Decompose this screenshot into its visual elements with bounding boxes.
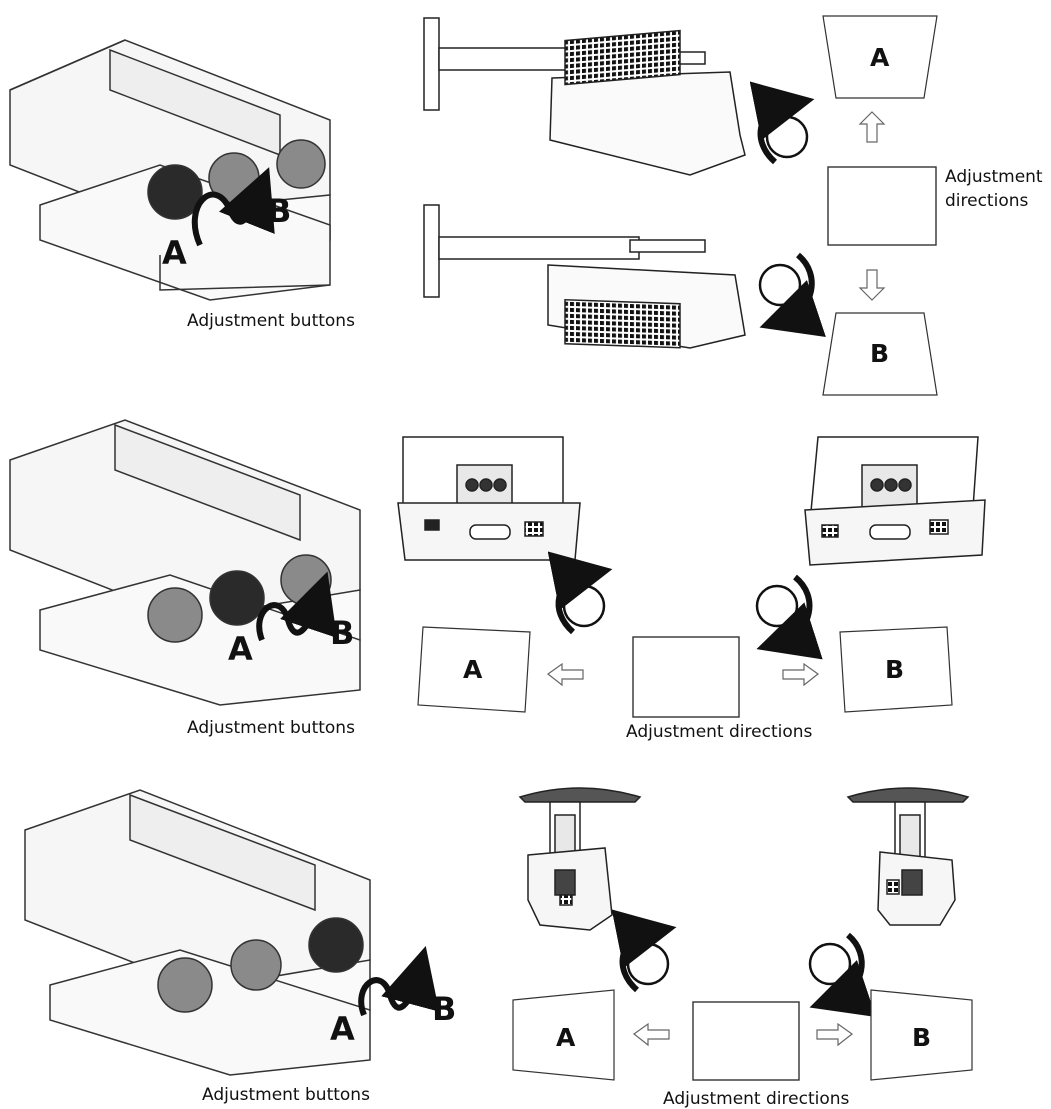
left-arrow-icon — [632, 1022, 670, 1047]
rotate-arrow-icon — [358, 946, 440, 1017]
screen-label-b: B — [870, 339, 889, 368]
rotate-arrow-icon — [256, 571, 337, 642]
buttons-caption: Adjustment buttons — [202, 1085, 370, 1105]
projector-ceiling-right — [846, 787, 970, 926]
knob-label-b: B — [330, 614, 354, 652]
screen-label-b: B — [885, 655, 904, 684]
projector-ceiling-left — [518, 787, 642, 931]
up-arrow-icon — [858, 111, 886, 143]
screen-neutral — [632, 636, 740, 718]
screen-b — [870, 989, 973, 1081]
left-arrow-icon — [546, 662, 584, 687]
directions-caption-line1: Adjustment — [945, 167, 1043, 187]
screen-a — [822, 15, 938, 99]
screen-label-a: A — [556, 1023, 576, 1052]
projector-wall-mount-bottom — [423, 204, 746, 349]
directions-caption: Adjustment directions — [663, 1089, 850, 1109]
knob-left — [147, 164, 203, 220]
directions-caption: Adjustment directions — [626, 722, 813, 742]
counterclockwise-rotation-icon — [808, 932, 876, 1017]
counterclockwise-rotation-icon — [755, 574, 823, 660]
buttons-caption: Adjustment buttons — [187, 718, 355, 738]
right-arrow-icon — [782, 662, 820, 687]
clockwise-rotation-icon — [749, 81, 815, 165]
projector-wall-mount-top — [423, 17, 746, 176]
screen-b — [822, 312, 938, 396]
buttons-caption: Adjustment buttons — [187, 311, 355, 331]
down-arrow-icon — [858, 269, 886, 301]
clockwise-rotation-icon — [611, 909, 677, 993]
section-1: A B Adjustment buttons A — [9, 15, 1043, 396]
knob-mount-illustration-1 — [9, 39, 331, 301]
screen-label-a: A — [870, 43, 890, 72]
screen-a — [417, 626, 531, 713]
counterclockwise-rotation-icon — [758, 252, 826, 337]
section-3: A B Adjustment buttons A — [24, 787, 973, 1109]
directions-caption-line2: directions — [945, 191, 1028, 211]
section-2: A B Adjustment buttons — [9, 419, 986, 742]
knob-mount-illustration-3 — [24, 789, 371, 1076]
clockwise-rotation-icon — [547, 551, 613, 635]
knob-label-a: A — [228, 630, 253, 668]
right-arrow-icon — [816, 1022, 854, 1047]
screen-neutral — [827, 166, 937, 246]
screen-label-a: A — [463, 655, 483, 684]
rotate-arrow-icon — [191, 167, 275, 247]
projector-front-left — [397, 436, 581, 561]
projector-front-right — [804, 436, 986, 566]
screen-b — [839, 626, 953, 713]
knob-label-a: A — [330, 1010, 355, 1048]
knob-mount-illustration-2 — [9, 419, 361, 706]
knob-label-a: A — [162, 234, 187, 272]
screen-neutral — [692, 1001, 800, 1081]
knob-right — [276, 139, 326, 189]
screen-label-b: B — [912, 1023, 931, 1052]
knob-label-b: B — [267, 192, 291, 230]
screen-a — [512, 989, 615, 1081]
knob-label-b: B — [432, 990, 456, 1028]
